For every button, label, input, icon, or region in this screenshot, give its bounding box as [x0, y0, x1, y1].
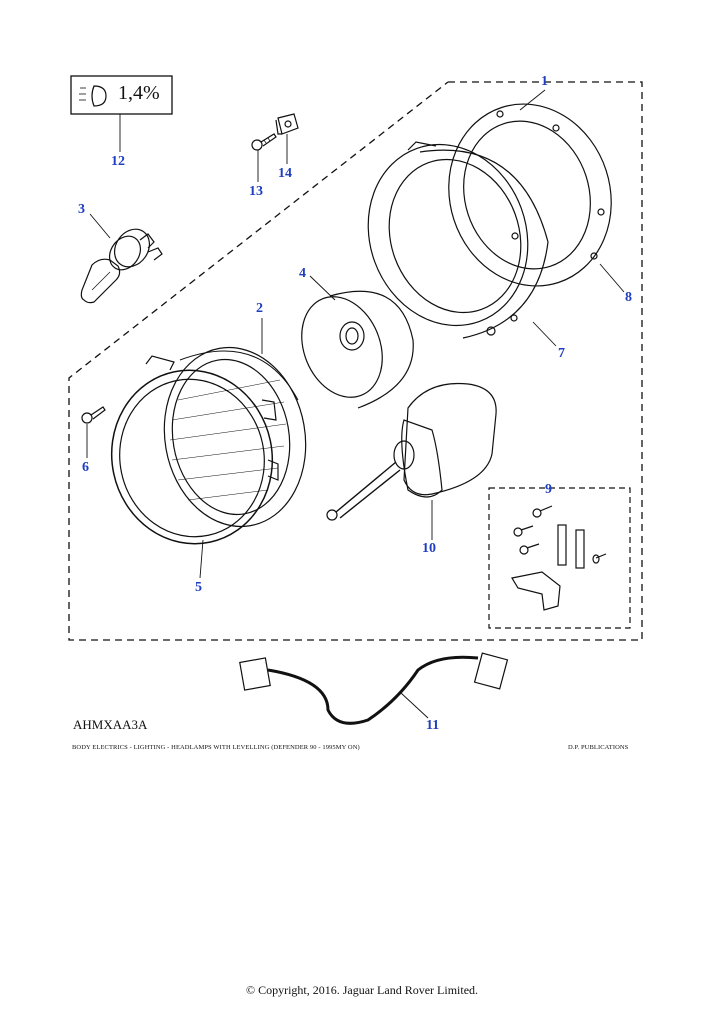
- light-unit-part: [163, 346, 307, 528]
- levelling-actuator-part: [326, 382, 497, 521]
- rim-part: [110, 355, 279, 545]
- assembly-boundary: [68, 81, 643, 641]
- callout-3: 3: [78, 202, 85, 217]
- callout-4: 4: [299, 266, 306, 281]
- headlamp-bowl-part: [367, 141, 549, 339]
- callout-2: 2: [256, 301, 263, 316]
- copyright-notice: © Copyright, 2016. Jaguar Land Rover Lim…: [245, 983, 479, 997]
- callout-12: 12: [111, 154, 125, 169]
- diagram-caption: BODY ELECTRICS - LIGHTING - HEADLAMPS WI…: [72, 744, 360, 751]
- screw-part-6: [81, 406, 106, 424]
- bulb-part: [80, 228, 163, 304]
- levelling-label-part: [70, 75, 173, 115]
- fixings-kit-parts: [511, 505, 607, 611]
- callout-13: 13: [249, 184, 263, 199]
- callout-9: 9: [545, 482, 552, 497]
- callout-8: 8: [625, 290, 632, 305]
- reflector-part: [301, 290, 414, 409]
- callout-11: 11: [426, 718, 440, 733]
- publisher-credit: D.P. PUBLICATIONS: [568, 744, 629, 751]
- leader-lines: [86, 89, 625, 719]
- parts-diagram: [68, 75, 643, 725]
- callout-1: 1: [541, 74, 548, 89]
- levelling-label-text: 1,4%: [118, 82, 160, 104]
- callout-7: 7: [558, 346, 565, 361]
- illustration-code: AHMXAA3A: [73, 717, 148, 732]
- callout-14: 14: [278, 166, 292, 181]
- screw-part-13: [251, 133, 277, 151]
- clip-part: [275, 113, 299, 135]
- callout-6: 6: [82, 460, 89, 475]
- callout-5: 5: [195, 580, 202, 595]
- wiring-harness-part: [239, 652, 509, 725]
- callout-10: 10: [422, 541, 436, 556]
- mounting-ring-part: [448, 103, 612, 287]
- fixings-kit-boundary: [488, 487, 631, 629]
